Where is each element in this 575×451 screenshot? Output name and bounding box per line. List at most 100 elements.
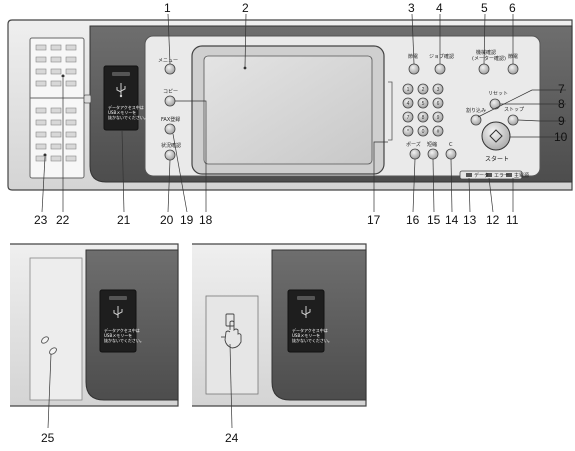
keypad-key-label: 2 — [422, 87, 425, 93]
callout-15: 15 — [427, 213, 441, 227]
keypad-key-9[interactable]: 9 — [432, 111, 444, 123]
keypad-key-0[interactable]: 0 — [417, 125, 429, 137]
callout-23: 23 — [34, 213, 48, 227]
keypad-key-label: 1 — [407, 87, 410, 93]
usb-memory-slot[interactable]: データアクセス中は USBメモリーを 抜かないでください。 — [103, 65, 148, 131]
detail-panel-25: データアクセス中は USBメモリーを 抜かないでください。 25 — [10, 243, 179, 445]
callout-20: 20 — [160, 213, 174, 227]
svg-text:抜かないでください。: 抜かないでください。 — [292, 337, 332, 343]
keypad-key-cap — [432, 125, 444, 137]
panel-pin-23 — [43, 153, 47, 157]
svg-text:コピー: コピー — [163, 89, 178, 95]
callout-19: 19 — [180, 213, 194, 227]
svg-text:短縮: 短縮 — [427, 141, 437, 148]
main-control-panel: データアクセス中は USBメモリーを 抜かないでください。 メニュー コピー F… — [7, 19, 573, 191]
keypad-key-1[interactable]: 1 — [402, 83, 414, 95]
touch-hand-icon — [221, 313, 242, 349]
interrupt-button[interactable]: 割り込み — [466, 107, 486, 126]
screen-pointer-dot — [243, 66, 247, 70]
keypad-key-label: 6 — [437, 101, 440, 107]
callout-13: 13 — [463, 213, 477, 227]
callout-16: 16 — [406, 213, 420, 227]
keypad-key-label: 7 — [407, 115, 410, 121]
callout-11: 11 — [506, 213, 519, 227]
keypad-key-cap — [432, 111, 444, 123]
keypad-key-hash[interactable]: # — [432, 125, 444, 137]
callout-24: 24 — [225, 431, 239, 445]
keypad-key-label: 0 — [422, 129, 425, 135]
svg-text:節電: 節電 — [408, 53, 418, 60]
clear-button[interactable]: C — [445, 142, 457, 160]
svg-text:データ: データ — [474, 172, 489, 179]
detail25-usb-slot[interactable]: データアクセス中は USBメモリーを 抜かないでください。 — [99, 289, 144, 353]
machine-status-button[interactable]: 機械確認 (メーター確認) — [472, 49, 506, 75]
stop-button[interactable]: ストップ — [504, 107, 524, 126]
svg-text:USBメモリーを: USBメモリーを — [104, 333, 132, 338]
keypad-key-cap — [417, 97, 429, 109]
callout-3: 3 — [408, 1, 415, 15]
svg-text:C: C — [449, 142, 453, 148]
detail24-usb-slot[interactable]: データアクセス中は USBメモリーを 抜かないでください。 — [287, 289, 332, 353]
keypad-key-star[interactable]: * — [402, 125, 414, 137]
svg-text:ストップ: ストップ — [504, 107, 524, 113]
svg-text:ジョブ確認: ジョブ確認 — [429, 53, 454, 60]
usb-icon-24 — [301, 306, 311, 318]
keypad-key-cap — [432, 83, 444, 95]
callout-8: 8 — [558, 97, 565, 111]
callout-14: 14 — [445, 213, 459, 227]
fax-register-button[interactable]: FAX登録 — [161, 116, 180, 135]
touch-screen[interactable] — [191, 45, 385, 175]
keypad-key-6[interactable]: 6 — [432, 97, 444, 109]
keypad-key-cap — [402, 111, 414, 123]
keypad-key-5[interactable]: 5 — [417, 97, 429, 109]
callout-2: 2 — [242, 1, 249, 15]
callout-17: 17 — [367, 213, 381, 227]
start-diamond-icon — [489, 129, 503, 143]
keypad-key-cap — [402, 83, 414, 95]
svg-text:メニュー: メニュー — [158, 58, 178, 64]
start-button[interactable]: スタート — [481, 121, 511, 163]
panel-pin-22 — [61, 74, 65, 78]
callout-9: 9 — [558, 114, 565, 128]
callout-numbers-top: 1 2 3 4 5 6 7 8 9 10 11 12 13 14 15 16 1… — [34, 1, 568, 227]
keypad-key-2[interactable]: 2 — [417, 83, 429, 95]
keypad-key-label: 4 — [407, 101, 410, 107]
callout-1: 1 — [164, 1, 171, 15]
keypad-key-8[interactable]: 8 — [417, 111, 429, 123]
data-indicator — [466, 173, 472, 177]
svg-text:データアクセス中は: データアクセス中は — [104, 327, 140, 333]
svg-text:エラー: エラー — [494, 173, 509, 179]
callout-7: 7 — [558, 82, 565, 96]
keypad-key-cap — [417, 111, 429, 123]
callout-6: 6 — [509, 1, 516, 15]
keypad-key-label: 3 — [437, 87, 440, 93]
callout-22: 22 — [56, 213, 70, 227]
svg-text:リセット: リセット — [488, 91, 508, 97]
usb-notice-line2: USBメモリーを — [108, 110, 136, 115]
keypad-key-7[interactable]: 7 — [402, 111, 414, 123]
usb-notice-line3: 抜かないでください。 — [108, 114, 148, 120]
numeric-keypad[interactable]: 1 2 3 4 5 6 7 8 9 * 0 # — [402, 83, 444, 137]
error-indicator — [486, 173, 492, 177]
keypad-key-4[interactable]: 4 — [402, 97, 414, 109]
usb-notice-line1: データアクセス中は — [108, 104, 144, 110]
keypad-key-3[interactable]: 3 — [432, 83, 444, 95]
keypad-key-label: # — [437, 129, 440, 135]
callout-leaders-top — [41, 13, 566, 213]
pen-holder-icon — [41, 336, 57, 355]
usb-icon — [116, 83, 126, 95]
keypad-bracket — [388, 81, 393, 141]
svg-text:機械確認: 機械確認 — [476, 49, 496, 56]
keypad-key-cap — [402, 125, 414, 137]
svg-text:データアクセス中は: データアクセス中は — [292, 327, 328, 333]
one-touch-panel-tab[interactable] — [83, 94, 92, 104]
svg-text:抜かないでください。: 抜かないでください。 — [104, 337, 144, 343]
one-touch-keys[interactable] — [35, 44, 77, 162]
svg-text:USBメモリーを: USBメモリーを — [292, 333, 320, 338]
callout-18: 18 — [199, 213, 213, 227]
callout-10: 10 — [554, 130, 568, 144]
detail-panel-24: データアクセス中は USBメモリーを 抜かないでください。 24 — [192, 243, 367, 445]
callout-12: 12 — [486, 213, 500, 227]
keypad-key-label: 8 — [422, 115, 425, 121]
